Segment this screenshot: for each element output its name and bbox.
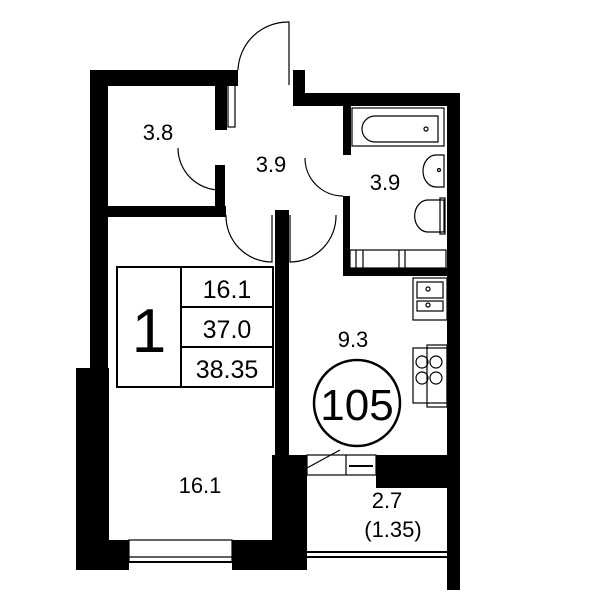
balcony-door: [306, 449, 377, 476]
stove-icon: [412, 344, 448, 408]
storage-door: [177, 147, 221, 191]
room-label-living: 16.1: [179, 473, 222, 498]
total-with-balcony-value: 38.35: [196, 356, 259, 384]
summary-table: 1 16.1 37.0 38.35: [116, 266, 274, 388]
living-window: [128, 539, 233, 563]
entrance-door: [237, 21, 290, 85]
right-wall: [447, 93, 460, 590]
walls: [76, 70, 460, 590]
room-label-bathroom: 3.9: [370, 170, 401, 195]
storage-right-wall-lower: [215, 165, 225, 213]
bathroom-top-wall: [293, 93, 460, 106]
doors: [177, 21, 344, 263]
apartment-number-badge: 105: [312, 358, 402, 448]
balcony-left-block: [272, 455, 307, 570]
bathtub-icon: [351, 107, 445, 147]
living-area-value: 16.1: [203, 276, 252, 304]
bathroom-left-wall-lower: [343, 196, 350, 276]
room-count: 1: [132, 297, 166, 366]
room-label-storage: 3.8: [143, 120, 174, 145]
room-label-balcony: 2.7: [372, 488, 403, 513]
storage-bottom-wall: [108, 206, 226, 217]
left-wall: [90, 70, 108, 370]
room-label-kitchen: 9.3: [338, 327, 369, 352]
balcony-wall-block: [376, 455, 460, 488]
room-label-hall: 3.9: [256, 152, 287, 177]
storage-door-leaf: [227, 81, 236, 128]
kitchen-door: [289, 214, 337, 263]
living-door: [225, 214, 273, 263]
apartment-number: 105: [320, 381, 393, 430]
shelf-icon: [349, 249, 447, 269]
partition-wall: [275, 210, 289, 455]
storage-right-wall: [215, 80, 227, 130]
window-pier-right: [232, 540, 274, 570]
top-wall-storage: [90, 70, 238, 86]
balcony-glazing: [307, 551, 456, 558]
left-wall-lower: [76, 368, 109, 570]
bathroom-left-wall: [343, 105, 351, 155]
toilet-icon: [414, 197, 446, 235]
sink-icon: [422, 154, 445, 188]
kitchen-sink-icon: [412, 277, 448, 321]
room-label-balcony-reduced: (1.35): [364, 517, 421, 542]
window-pier-left: [109, 540, 129, 570]
total-area-value: 37.0: [203, 316, 252, 344]
bathroom-bottom-wall: [343, 268, 460, 276]
bathroom-door: [304, 157, 344, 197]
